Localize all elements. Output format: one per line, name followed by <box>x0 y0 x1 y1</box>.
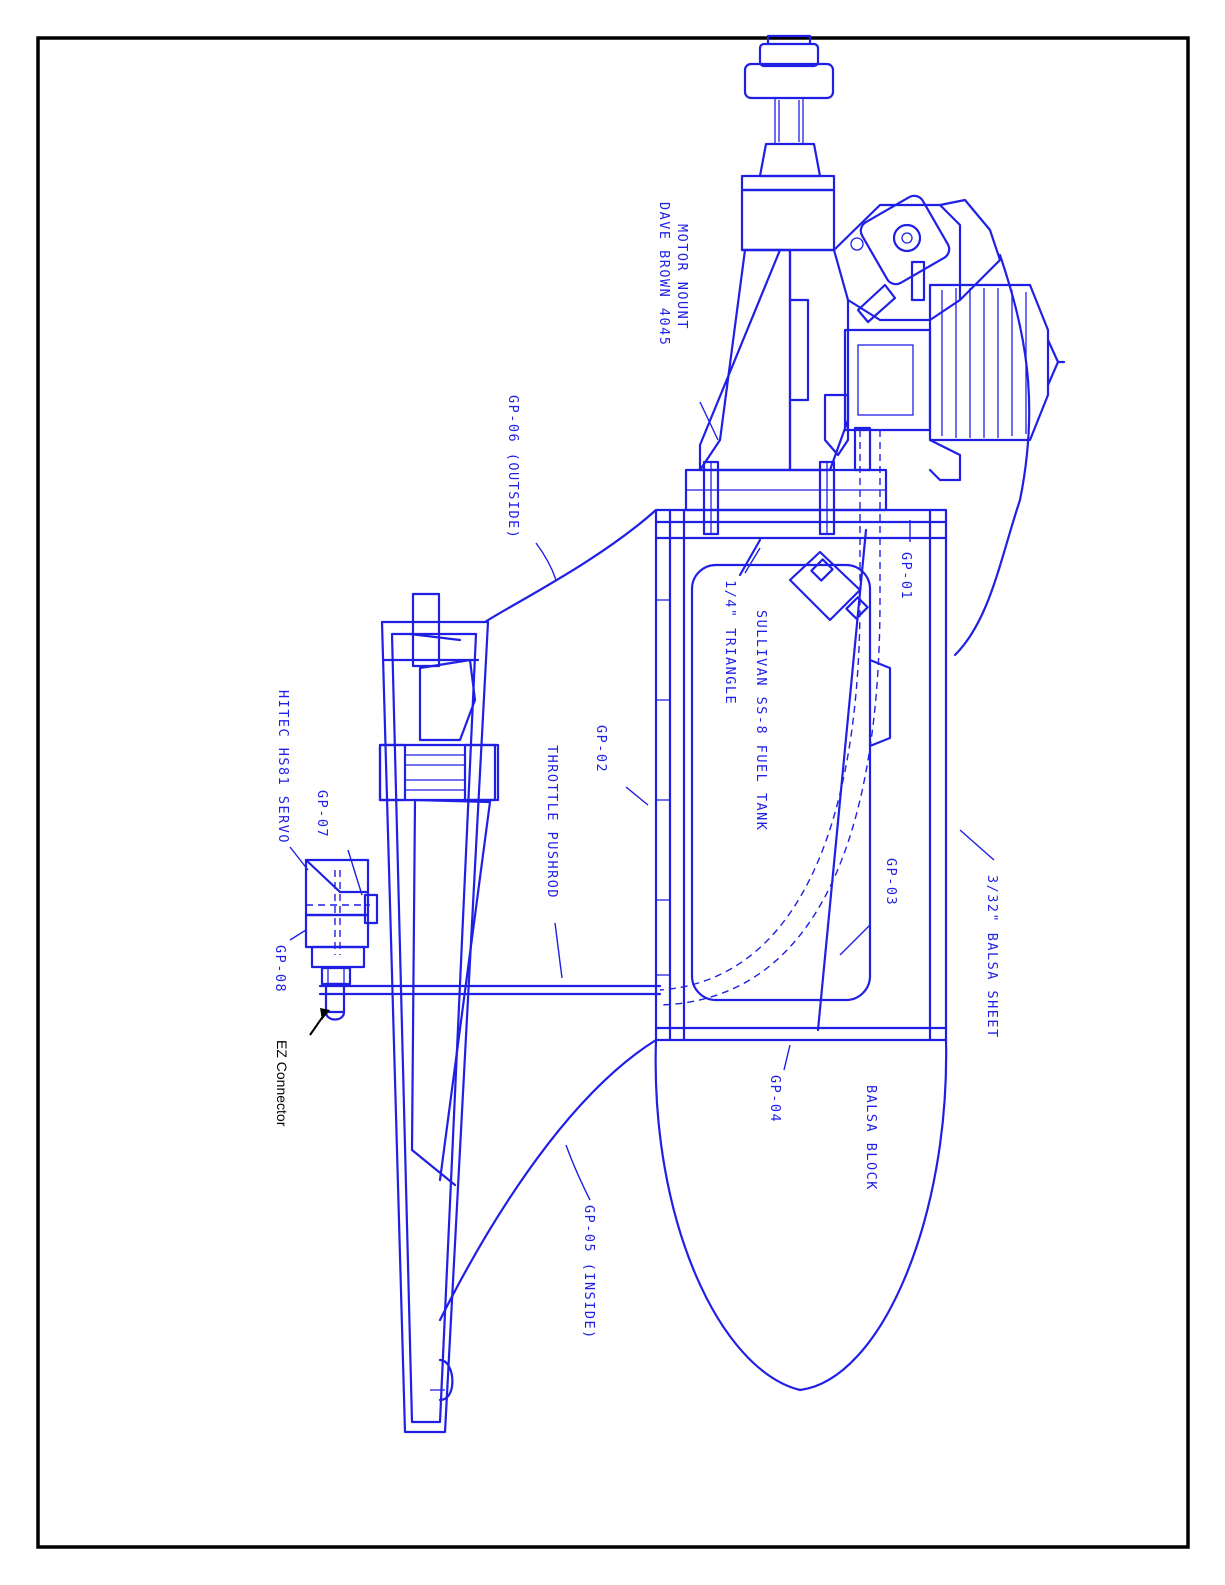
label-balsa-block: BALSA BLOCK <box>863 1085 879 1191</box>
label-fuel-tank: SULLIVAN SS-8 FUEL TANK <box>753 610 769 831</box>
fuselage-side <box>485 255 1029 655</box>
gp05-curve <box>440 1040 656 1320</box>
label-gp05: GP-05 (INSIDE) <box>581 1205 597 1340</box>
fuel-tank-bay <box>656 430 946 1040</box>
propeller-hub <box>742 36 834 250</box>
label-gp08: GP-08 <box>272 945 288 993</box>
label-gp01: GP-01 <box>898 552 914 600</box>
label-balsa-sheet: 3/32" BALSA SHEET <box>984 875 1000 1039</box>
drawing-frame <box>38 38 1188 1547</box>
throttle-pushrod <box>320 986 660 994</box>
servo <box>306 860 377 1020</box>
motor-mount <box>686 250 886 534</box>
label-throttle-pushrod: THROTTLE PUSHROD <box>544 745 560 899</box>
label-gp07: GP-07 <box>314 790 330 838</box>
label-servo: HITEC HS81 SERVO <box>275 690 291 844</box>
tail-boom <box>380 594 498 1432</box>
label-triangle: 1/4" TRIANGLE <box>722 580 738 705</box>
label-motor-mount-1: DAVE BROWN 4045 <box>656 202 672 346</box>
label-motor-mount-2: MOTOR NOUNT <box>674 224 690 330</box>
label-gp03: GP-03 <box>883 858 899 906</box>
balsa-block <box>656 1040 947 1390</box>
label-gp04: GP-04 <box>767 1075 783 1123</box>
label-gp06: GP-06 (OUTSIDE) <box>505 395 521 539</box>
label-gp02: GP-02 <box>593 725 609 773</box>
label-ez-connector: EZ Connector <box>274 1040 290 1127</box>
